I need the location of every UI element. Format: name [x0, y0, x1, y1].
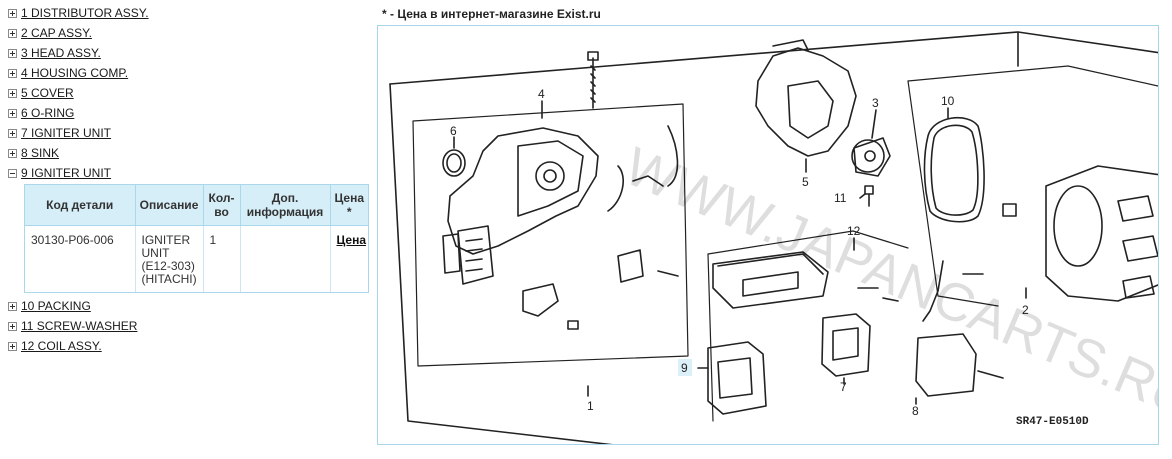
callout-3[interactable]: 3 [872, 96, 879, 110]
tree-item-6[interactable]: 6 O-RING [8, 103, 373, 123]
tree-item-label[interactable]: 5 COVER [21, 86, 74, 100]
callout-8[interactable]: 8 [912, 404, 919, 418]
callout-4[interactable]: 4 [538, 87, 545, 101]
callout-11[interactable]: 11 [834, 191, 847, 205]
price-note: * - Цена в интернет-магазине Exist.ru [382, 7, 601, 21]
price-link[interactable]: Цена [336, 233, 367, 247]
callout-12[interactable]: 12 [847, 224, 861, 238]
expand-icon[interactable] [8, 341, 17, 351]
part-detail-panel: Код детали Описание Кол-во Доп. информац… [24, 184, 369, 293]
part-detail-table: Код детали Описание Кол-во Доп. информац… [25, 185, 368, 292]
drawing-code: SR47-E0510D [1016, 416, 1089, 428]
tree-item-5[interactable]: 5 COVER [8, 83, 373, 103]
expand-icon[interactable] [8, 8, 17, 18]
expand-icon[interactable] [8, 88, 17, 98]
tree-item-12[interactable]: 12 COIL ASSY. [8, 336, 373, 356]
table-row: 30130-P06-006 IGNITER UNIT (E12-303) (HI… [25, 225, 368, 292]
tree-item-11[interactable]: 11 SCREW-WASHER [8, 316, 373, 336]
callout-2[interactable]: 2 [1022, 303, 1029, 317]
cell-extra [240, 225, 331, 292]
cell-qty: 1 [203, 225, 241, 292]
callout-5[interactable]: 5 [802, 175, 809, 189]
tree-item-4[interactable]: 4 HOUSING COMP. [8, 63, 373, 83]
expand-icon[interactable] [8, 68, 17, 78]
callout-9-highlight [678, 359, 692, 376]
callout-7[interactable]: 7 [840, 380, 847, 394]
expand-icon[interactable] [8, 48, 17, 58]
cell-part-code: 30130-P06-006 [25, 225, 136, 292]
tree-item-8[interactable]: 8 SINK [8, 143, 373, 163]
tree-item-label[interactable]: 4 HOUSING COMP. [21, 66, 129, 80]
expand-icon[interactable] [8, 28, 17, 38]
tree-item-label[interactable]: 8 SINK [21, 146, 60, 160]
expand-icon[interactable] [8, 108, 17, 118]
tree-item-3[interactable]: 3 HEAD ASSY. [8, 43, 373, 63]
tree-item-label[interactable]: 2 CAP ASSY. [21, 26, 92, 40]
watermark: WWW.JAPANCARTS.RU [616, 136, 1158, 430]
collapse-icon[interactable] [8, 168, 17, 178]
tree-item-2[interactable]: 2 CAP ASSY. [8, 23, 373, 43]
parts-diagram: 1 2 3 4 5 6 7 8 9 10 11 12 WWW.JAPANCART… [377, 25, 1159, 445]
parts-tree: 1 DISTRIBUTOR ASSY. 2 CAP ASSY. 3 HEAD A… [8, 3, 373, 356]
callout-6[interactable]: 6 [450, 124, 457, 138]
callout-1[interactable]: 1 [587, 399, 594, 413]
tree-item-label[interactable]: 7 IGNITER UNIT [21, 126, 112, 140]
cell-price: Цена [330, 225, 368, 292]
tree-item-label[interactable]: 6 O-RING [21, 106, 75, 120]
table-header-row: Код детали Описание Кол-во Доп. информац… [25, 185, 368, 226]
tree-item-9[interactable]: 9 IGNITER UNIT [8, 163, 373, 183]
tree-item-label[interactable]: 3 HEAD ASSY. [21, 46, 101, 60]
tree-item-1[interactable]: 1 DISTRIBUTOR ASSY. [8, 3, 373, 23]
tree-item-label[interactable]: 12 COIL ASSY. [21, 339, 102, 353]
column-header-part-code: Код детали [25, 185, 136, 226]
column-header-description: Описание [135, 185, 204, 226]
column-header-extra: Доп. информация [240, 185, 331, 226]
tree-item-label[interactable]: 10 PACKING [21, 299, 91, 313]
tree-item-label[interactable]: 1 DISTRIBUTOR ASSY. [21, 6, 149, 20]
tree-item-7[interactable]: 7 IGNITER UNIT [8, 123, 373, 143]
cell-description: IGNITER UNIT (E12-303) (HITACHI) [135, 225, 204, 292]
expand-icon[interactable] [8, 301, 17, 311]
expand-icon[interactable] [8, 128, 17, 138]
column-header-price: Цена * [330, 185, 368, 226]
column-header-qty: Кол-во [203, 185, 241, 226]
expand-icon[interactable] [8, 321, 17, 331]
tree-item-label[interactable]: 9 IGNITER UNIT [21, 166, 112, 180]
tree-item-10[interactable]: 10 PACKING [8, 296, 373, 316]
expand-icon[interactable] [8, 148, 17, 158]
callout-10[interactable]: 10 [941, 94, 955, 108]
exploded-view-drawing: 1 2 3 4 5 6 7 8 9 10 11 12 WWW.JAPANCART… [389, 31, 1158, 444]
tree-item-label[interactable]: 11 SCREW-WASHER [21, 319, 138, 333]
callout-9[interactable]: 9 [681, 361, 688, 375]
